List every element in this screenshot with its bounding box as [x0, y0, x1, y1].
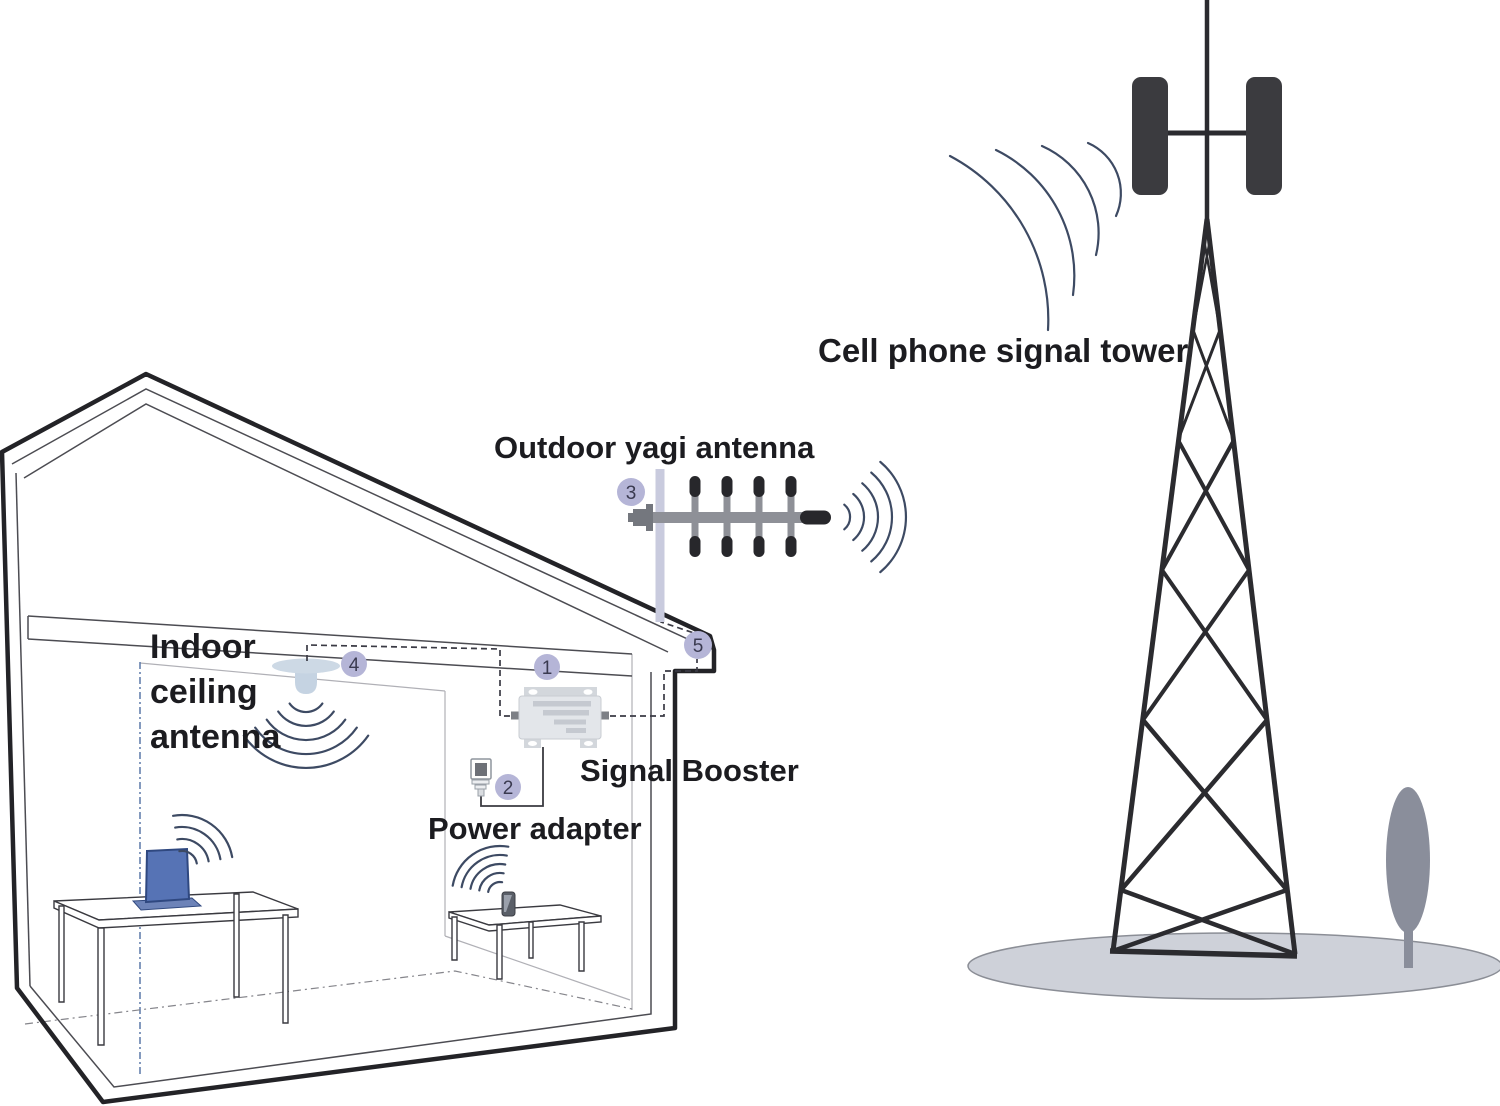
house-interior-lines [24, 654, 633, 1076]
coax-cable-left-dashed [306, 644, 511, 717]
yagi-elements [689, 476, 831, 557]
yagi-feed-connector [628, 504, 653, 531]
power-cable [480, 747, 544, 807]
booster-left-connector [511, 711, 519, 720]
power-adapter-device [470, 758, 492, 797]
yagi-driven-tip [800, 510, 831, 525]
floor-dashdot-line [24, 970, 633, 1025]
badge-3-number: 3 [626, 483, 637, 504]
label-outdoor-yagi-antenna: Outdoor yagi antenna [494, 430, 815, 465]
phone-waves [451, 844, 510, 893]
label-signal-booster: Signal Booster [580, 753, 799, 788]
badge-3: 3 [617, 478, 645, 506]
label-ceiling: ceiling [150, 673, 258, 711]
ceiling-antenna-waves [242, 702, 370, 769]
badge-5-number: 5 [693, 636, 704, 657]
booster-right-connector [601, 711, 609, 720]
outdoor-yagi-antenna [628, 469, 831, 622]
badge-4: 4 [341, 651, 367, 677]
tower-waves [948, 141, 1122, 332]
ground-ellipse [967, 932, 1500, 1000]
yagi-waves [843, 460, 908, 574]
cell-phone [501, 891, 516, 917]
indoor-ceiling-antenna [272, 658, 340, 694]
label-antenna: antenna [150, 718, 281, 756]
badge-5: 5 [684, 631, 712, 659]
badge-2: 2 [495, 774, 521, 800]
house [0, 371, 717, 1105]
tree [1386, 787, 1430, 968]
label-cell-phone-signal-tower: Cell phone signal tower [818, 332, 1189, 369]
house-structure-lines [11, 388, 708, 1088]
cell-tower [1109, 0, 1298, 959]
left-table [53, 891, 299, 1046]
badge-1: 1 [534, 654, 560, 680]
badge-1-number: 1 [542, 658, 553, 679]
tower-lattice [1109, 218, 1298, 959]
signal-booster-device [480, 687, 609, 807]
yagi-mast [655, 469, 665, 622]
right-table [448, 904, 602, 980]
label-power-adapter: Power adapter [428, 811, 642, 846]
label-indoor: Indoor [150, 628, 256, 666]
badge-2-number: 2 [503, 778, 514, 799]
tower-antenna-panels [1132, 77, 1282, 195]
laptop-waves [172, 813, 234, 865]
laptop [131, 847, 203, 911]
badge-4-number: 4 [349, 655, 360, 676]
coax-cable-right-dashed [610, 659, 698, 717]
house-outline [0, 371, 717, 1105]
